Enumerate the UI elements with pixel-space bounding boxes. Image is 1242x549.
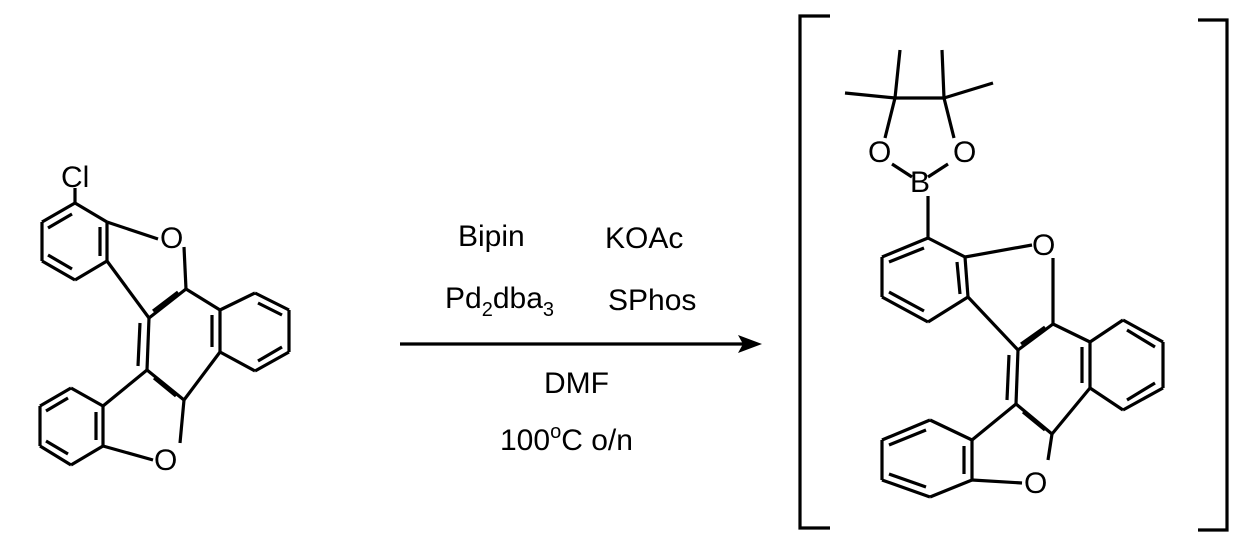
ligand-sphos: SPhos	[608, 284, 696, 317]
catalyst-subscript-2: 2	[482, 299, 493, 321]
product-bracket-left	[800, 16, 830, 528]
reactant-structure: Cl O	[40, 161, 289, 477]
reagent-bipin: Bipin	[458, 220, 525, 253]
reactant-ring-a-bonds	[42, 203, 107, 280]
reactant-oxygen-top: O	[160, 222, 183, 255]
product-oxygen-top: O	[1032, 229, 1055, 262]
reagent-koac: KOAc	[605, 222, 683, 255]
temperature-label: 100oC o/n	[500, 421, 633, 457]
degree-symbol: o	[550, 421, 561, 443]
product-oxygen-bottom: O	[1024, 467, 1047, 500]
pinacol-oxygen-right: O	[953, 136, 976, 169]
catalyst-dba: dba	[493, 282, 543, 315]
product-bracket-right	[1198, 20, 1227, 530]
temperature-value: 100	[500, 424, 550, 457]
chlorine-label: Cl	[61, 161, 89, 194]
pinacol-methyl-bonds	[845, 50, 993, 98]
product-ring-e-bonds	[882, 420, 972, 497]
catalyst-pd: Pd	[445, 282, 482, 315]
reaction-conditions: Bipin KOAc Pd2dba3 SPhos DMF 100oC o/n	[400, 220, 762, 457]
reactant-central-ring-bonds	[138, 289, 220, 400]
temperature-unit: C o/n	[561, 424, 633, 457]
solvent-dmf: DMF	[544, 367, 609, 400]
catalyst-pd2dba3: Pd2dba3	[445, 282, 554, 321]
reactant-oxygen-bottom: O	[154, 444, 177, 477]
reactant-ring-d-bonds	[220, 293, 289, 371]
catalyst-subscript-3: 3	[543, 299, 554, 321]
product-structure: O B O O	[845, 50, 1163, 500]
product-ring-a-bonds	[882, 238, 968, 322]
product-central-ring-bonds	[1007, 324, 1090, 434]
product-ring-d-bonds	[1090, 320, 1163, 410]
boron-label: B	[910, 166, 930, 199]
pinacol-oxygen-left: O	[868, 136, 891, 169]
reactant-ring-e-bonds	[40, 388, 103, 465]
